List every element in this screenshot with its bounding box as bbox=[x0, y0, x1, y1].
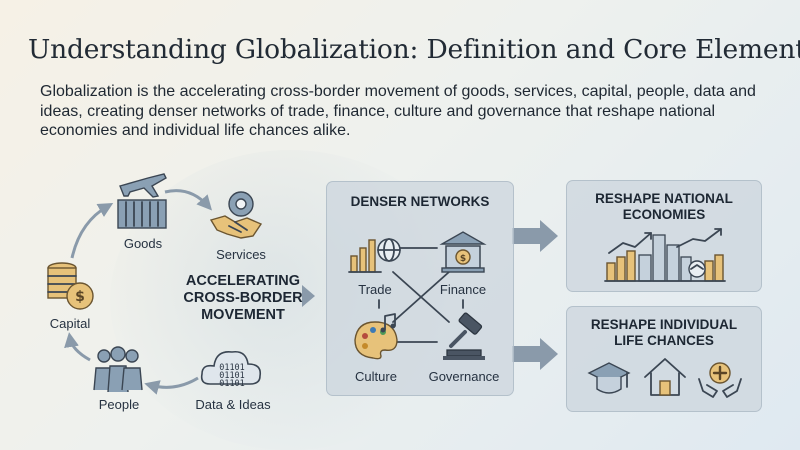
arrow-networks-to-economies bbox=[512, 220, 558, 252]
binary-cloud-icon: 01101 01101 01101 bbox=[200, 350, 262, 389]
cycle-item-services: Services bbox=[216, 247, 266, 262]
airplane-container-icon bbox=[117, 173, 167, 229]
health-hands-icon bbox=[698, 362, 742, 398]
handshake-gear-icon bbox=[209, 191, 263, 239]
page-title: Understanding Globalization: Definition … bbox=[28, 34, 800, 65]
outcome-economies-line1: RESHAPE NATIONAL bbox=[595, 191, 733, 206]
outcome-life-line2: LIFE CHANCES bbox=[614, 333, 714, 348]
intro-paragraph: Globalization is the accelerating cross-… bbox=[40, 83, 756, 139]
outcome-panel-economies: RESHAPE NATIONAL ECONOMIES bbox=[566, 180, 762, 292]
arrow-data-to-people bbox=[144, 376, 199, 395]
cycle-item-goods: Goods bbox=[123, 236, 163, 251]
svg-text:$: $ bbox=[460, 254, 466, 264]
cycle-label-line3: MOVEMENT bbox=[201, 307, 285, 323]
network-item-trade: Trade bbox=[358, 282, 392, 297]
outcome-economies-line2: ECONOMIES bbox=[622, 207, 706, 222]
network-links bbox=[378, 247, 464, 343]
cycle-label-line1: ACCELERATING bbox=[185, 273, 301, 289]
arrow-people-to-capital bbox=[64, 332, 91, 362]
arrow-capital-to-goods bbox=[70, 203, 114, 259]
cycle-item-capital: Capital bbox=[49, 316, 91, 331]
outcome-panel-life-chances: RESHAPE INDIVIDUAL LIFE CHANCES bbox=[566, 306, 762, 412]
svg-text:01101: 01101 bbox=[219, 371, 245, 381]
network-item-governance: Governance bbox=[428, 369, 500, 384]
outcome-life-line1: RESHAPE INDIVIDUAL bbox=[590, 317, 738, 332]
palette-music-icon bbox=[354, 313, 398, 360]
networks-panel: DENSER NETWORKS Trade $ Finance Culture bbox=[326, 181, 514, 396]
outcome-life-chances-title: RESHAPE INDIVIDUAL LIFE CHANCES bbox=[567, 317, 761, 349]
arrow-networks-to-lifechances bbox=[512, 338, 558, 370]
svg-text:01101: 01101 bbox=[219, 379, 245, 389]
gavel-icon bbox=[443, 312, 485, 360]
network-item-finance: Finance bbox=[439, 282, 487, 297]
cycle-item-data-ideas: Data & Ideas bbox=[195, 397, 271, 412]
cycle-item-people: People bbox=[98, 397, 140, 412]
svg-text:01101: 01101 bbox=[219, 363, 245, 373]
network-item-culture: Culture bbox=[355, 369, 397, 384]
cycle-label-line2: CROSS-BORDER bbox=[183, 290, 303, 306]
bar-chart-globe-icon bbox=[348, 238, 401, 273]
cycle-center-label: ACCELERATING CROSS-BORDER MOVEMENT bbox=[183, 273, 302, 324]
coin-stack-icon: $ bbox=[47, 262, 94, 310]
people-group-icon bbox=[93, 346, 143, 393]
networks-title: DENSER NETWORKS bbox=[350, 194, 490, 209]
arrow-movement-to-networks bbox=[302, 285, 315, 307]
graduation-cap-icon bbox=[587, 362, 631, 394]
skyline-growth-icon bbox=[604, 228, 726, 282]
arrow-goods-to-services bbox=[164, 189, 213, 211]
outcome-economies-title: RESHAPE NATIONAL ECONOMIES bbox=[567, 191, 761, 223]
svg-text:$: $ bbox=[75, 289, 85, 305]
house-icon bbox=[644, 358, 686, 396]
bank-icon: $ bbox=[439, 231, 487, 273]
